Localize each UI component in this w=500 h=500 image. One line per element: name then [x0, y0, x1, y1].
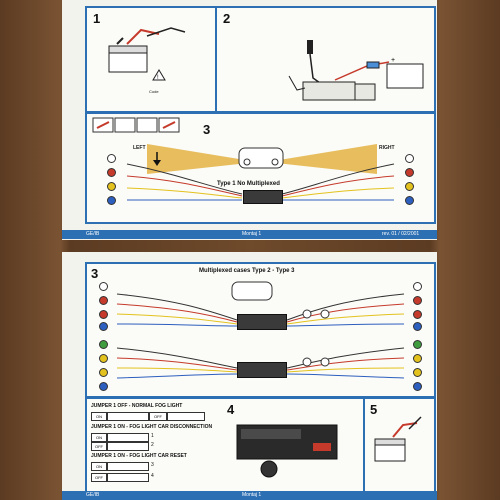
jumper-off-box: OFF	[91, 442, 107, 451]
footer-bar-top: GE/IB Montaj 1 rev. 01 / 02/2001	[62, 230, 437, 239]
panel-number: 3	[91, 266, 99, 281]
stop-lamp-icon	[413, 310, 422, 319]
instruction-sheet-bottom: 3 Multiplexed cases Type 2 - Type 3	[62, 252, 437, 500]
fog-lamp-icon	[99, 382, 108, 391]
panel-1: 1 ! Code	[85, 6, 217, 113]
indicator-lamp-icon	[413, 368, 422, 377]
jumper-setting-box	[107, 433, 149, 442]
brake-lamp-icon	[107, 168, 116, 177]
panel-number: 3	[203, 122, 211, 137]
brake-lamp-icon	[405, 168, 414, 177]
brake-lamp-icon	[99, 296, 108, 305]
indicator-lamp-icon	[99, 340, 108, 349]
jumper-number: 2	[151, 442, 154, 448]
footer-code: GE/IB	[86, 231, 100, 237]
fog-lamp-icon	[107, 196, 116, 205]
jumper-off-box: OFF	[91, 473, 107, 482]
panel-2: 2 +	[215, 6, 436, 113]
jumper-reset-heading: JUMPER 1 ON - FOG LIGHT CAR RESET	[91, 453, 187, 459]
jumper-setting-box	[167, 412, 205, 421]
jumper-setting-box	[107, 473, 149, 482]
fog-lamp-icon	[99, 322, 108, 331]
indicator-lamp-icon	[405, 182, 414, 191]
multiplexed-title: Multiplexed cases Type 2 - Type 3	[199, 268, 295, 274]
jumper-number: 3	[151, 462, 154, 468]
jumper-on-box: ON	[91, 462, 107, 471]
module-installation-illustration: +	[288, 40, 424, 101]
control-module	[243, 190, 283, 204]
lamp-side-icon	[99, 282, 108, 291]
indicator-lamp-icon	[413, 340, 422, 349]
type1-title: Type 1 No Multiplexed	[217, 181, 280, 187]
wiring-diagram-type1	[92, 117, 395, 201]
svg-text:!: !	[157, 75, 159, 81]
jumper-module-photo	[236, 424, 338, 478]
brake-lamp-icon	[413, 296, 422, 305]
fog-lamp-icon	[405, 196, 414, 205]
footer-bar-bottom: GE/IB Montaj 1	[62, 491, 437, 500]
panel-3-multiplexed: 3 Multiplexed cases Type 2 - Type 3	[85, 262, 436, 398]
indicator-lamp-icon	[99, 368, 108, 377]
jumper-setting-box	[107, 412, 149, 421]
left-side-label: LEFT	[133, 145, 146, 151]
right-side-label: RIGHT	[379, 145, 395, 151]
panel-number: 5	[370, 402, 378, 417]
jumper-normal-heading: JUMPER 1 OFF - NORMAL FOG LIGHT	[91, 403, 183, 409]
footer-title: Montaj 1	[242, 492, 262, 498]
panel-4: 4 JUMPER 1 OFF - NORMAL FOG LIGHT ON OFF…	[85, 397, 365, 493]
panel-5: 5	[363, 397, 436, 493]
wiring-diagram-multiplexed	[116, 281, 405, 379]
battery-reconnect-illustration	[374, 416, 422, 462]
lamp-side-icon	[405, 154, 414, 163]
panel-3: 3 LEFT RIGHT Type 1 No Multiple	[85, 112, 436, 224]
footer-title: Montaj 1	[242, 231, 262, 237]
jumper-number: 1	[151, 433, 154, 439]
indicator-lamp-icon	[107, 182, 116, 191]
control-module	[237, 314, 287, 330]
instruction-sheet-top: 1 ! Code 2 + 3	[62, 0, 437, 240]
fog-lamp-icon	[413, 322, 422, 331]
jumper-setting-box	[107, 442, 149, 451]
lamp-side-icon	[413, 282, 422, 291]
battery-disconnect-illustration: !	[108, 27, 186, 81]
control-module	[237, 362, 287, 378]
lamp-side-icon	[107, 154, 116, 163]
stop-lamp-icon	[99, 310, 108, 319]
jumper-disconnection-heading: JUMPER 1 ON - FOG LIGHT CAR DISCONNECTIO…	[91, 424, 213, 430]
panel-number: 4	[227, 402, 235, 417]
jumper-number: 4	[151, 473, 154, 479]
indicator-lamp-icon	[99, 354, 108, 363]
panel-number: 1	[93, 11, 101, 26]
jumper-on-box: ON	[91, 412, 107, 421]
footer-code: GE/IB	[86, 492, 100, 498]
footer-revision: rev. 01 / 02/2001	[382, 231, 420, 237]
code-label: Code	[149, 89, 159, 94]
panel-number: 2	[223, 11, 231, 26]
indicator-lamp-icon	[413, 354, 422, 363]
jumper-off-box: OFF	[149, 412, 167, 421]
jumper-setting-box	[107, 462, 149, 471]
svg-text:+: +	[391, 57, 395, 64]
jumper-on-box: ON	[91, 433, 107, 442]
fog-lamp-icon	[413, 382, 422, 391]
